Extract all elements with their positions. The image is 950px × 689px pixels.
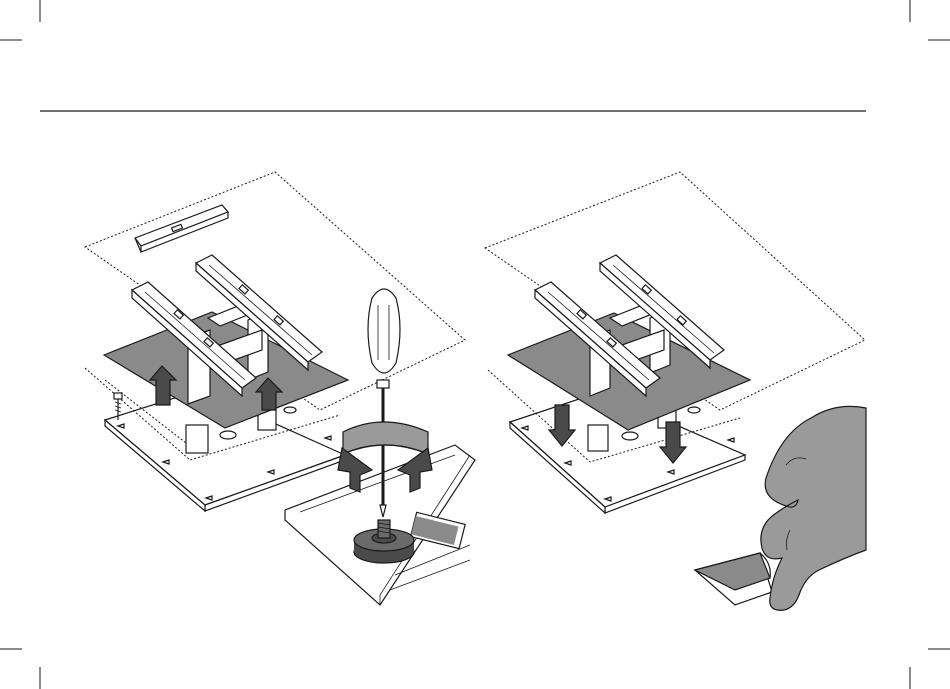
- left-figure: [85, 172, 465, 511]
- spirit-level: [135, 205, 228, 252]
- adhesive-pad: [695, 553, 772, 605]
- hand-adhesive-inset: [695, 406, 866, 610]
- rotation-band-icon: [343, 422, 428, 454]
- hand-icon: [761, 406, 866, 610]
